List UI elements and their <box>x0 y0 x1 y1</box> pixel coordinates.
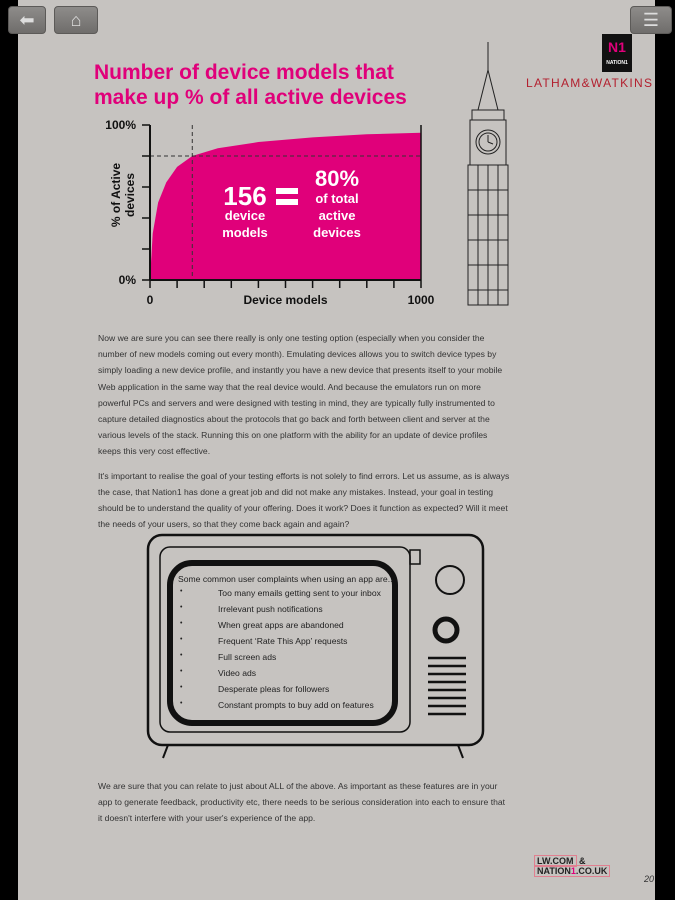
logo-sub: NATION1 <box>606 60 628 66</box>
list-item: Too many emails getting sent to your inb… <box>178 588 392 604</box>
x-tick-label: 1000 <box>408 293 435 307</box>
tv-illustration <box>146 533 485 759</box>
home-button[interactable]: ⌂ <box>54 6 98 34</box>
y-tick-label: 100% <box>105 118 136 132</box>
equals-bar <box>276 188 298 194</box>
list-item: Irrelevant push notifications <box>178 604 392 620</box>
paragraph: It's important to realise the goal of yo… <box>98 470 510 530</box>
list-item: Desperate pleas for followers <box>178 684 392 700</box>
list-item: Frequent ‘Rate This App’ requests <box>178 636 392 652</box>
list-item: When great apps are abandoned <box>178 620 392 636</box>
x-tick-label: 0 <box>147 293 154 307</box>
list-item: Video ads <box>178 668 392 684</box>
body-text: Now we are sure you can see there really… <box>98 330 510 540</box>
footer-links: LW.COM & NATION1.CO.UK <box>534 855 655 877</box>
y-axis-label: % of Activedevices <box>109 163 137 228</box>
x-axis-label: Device models <box>243 293 327 307</box>
annotation-label: models <box>222 225 268 240</box>
chart-title: Number of device models that make up % o… <box>94 60 407 110</box>
area-series <box>150 132 421 280</box>
annotation-label: of total <box>315 191 358 206</box>
link-part: .CO.UK <box>575 866 608 876</box>
y-tick-label: 0% <box>119 273 137 287</box>
link-part: 1 <box>570 866 576 876</box>
annotation-label: device <box>225 208 265 223</box>
annotation-percent: 80% <box>315 166 359 191</box>
menu-button[interactable]: ☰ <box>630 6 672 34</box>
annotation-number: 156 <box>223 181 266 211</box>
latham-watkins-logo: LATHAM&WATKINS <box>526 76 654 90</box>
paragraph: Now we are sure you can see there really… <box>98 333 503 457</box>
lw-link[interactable]: LW.COM <box>534 855 577 867</box>
menu-icon: ☰ <box>642 9 660 30</box>
title-line: Number of device models that <box>94 61 394 84</box>
list-item: Constant prompts to buy add on features <box>178 700 392 716</box>
magazine-page: Number of device models that make up % o… <box>18 0 655 900</box>
equals-bar <box>276 199 298 205</box>
annotation-label: active <box>319 208 356 223</box>
arrow-left-icon: ⬅ <box>19 9 35 30</box>
logo-mark: N1 <box>608 39 626 55</box>
device-models-chart: 100% 0% 0 1000 Device models % of Activedevic… <box>105 118 435 307</box>
nation1-link[interactable]: NATION1.CO.UK <box>534 865 611 877</box>
ampersand: & <box>579 856 586 866</box>
home-icon: ⌂ <box>70 9 82 30</box>
closing-text: We are sure that you can relate to just … <box>98 778 510 835</box>
annotation-label: devices <box>313 225 361 240</box>
back-button[interactable]: ⬅ <box>8 6 46 34</box>
list-item: Full screen ads <box>178 652 392 668</box>
complaints-list: Some common user complaints when using a… <box>178 574 392 716</box>
title-line: make up % of all active devices <box>94 86 407 109</box>
link-part: NATION <box>537 866 571 876</box>
paragraph: We are sure that you can relate to just … <box>98 781 506 824</box>
page-number: 20 <box>644 874 655 884</box>
list-heading: Some common user complaints when using a… <box>178 574 393 584</box>
big-ben-illustration <box>467 42 509 306</box>
